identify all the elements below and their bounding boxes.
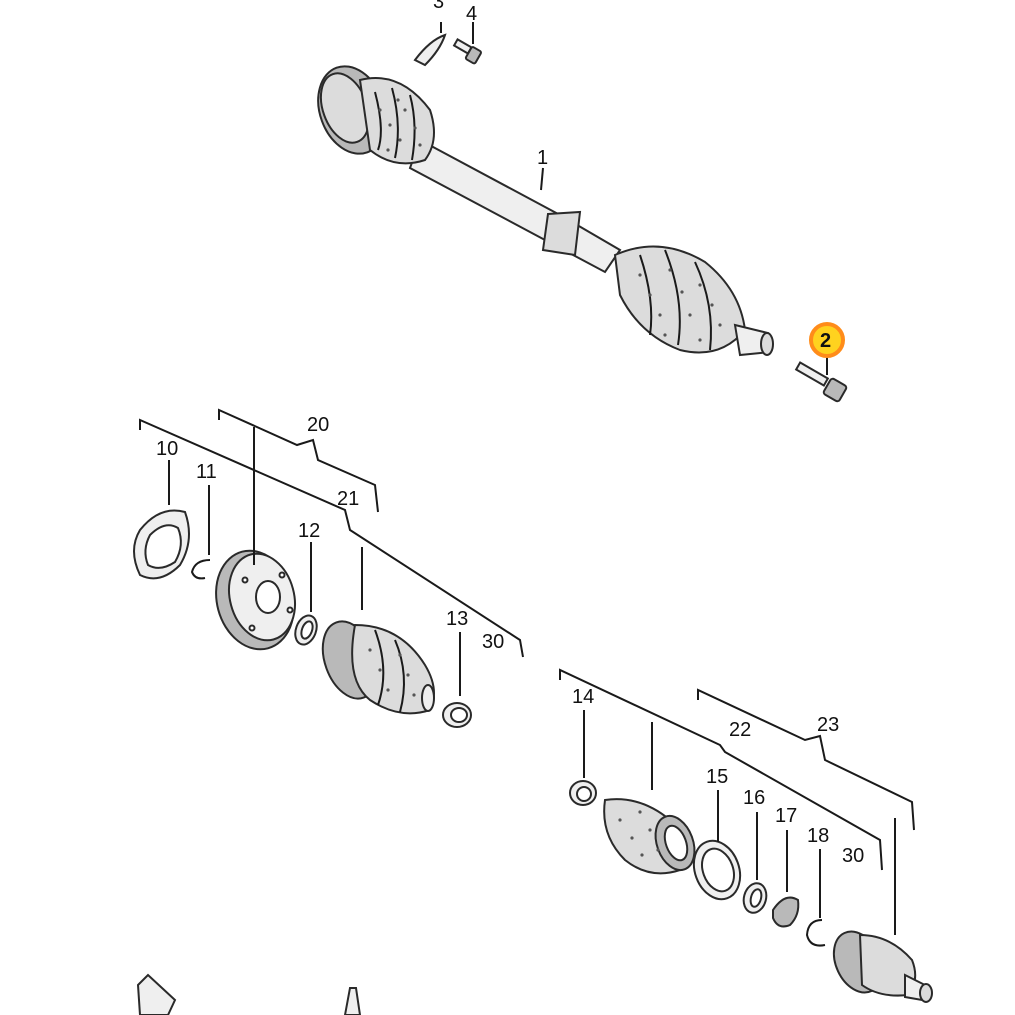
part-number-13: 13 bbox=[446, 608, 468, 630]
part-number-30-upper: 30 bbox=[482, 631, 504, 653]
shaft-bolt bbox=[794, 361, 848, 403]
part-number-16: 16 bbox=[743, 787, 765, 809]
part-number-22: 22 bbox=[729, 719, 751, 741]
joint-flange bbox=[215, 549, 296, 651]
highlight-marker bbox=[809, 322, 845, 358]
part-number-2: 2 bbox=[820, 330, 831, 352]
dished-washer bbox=[742, 882, 768, 914]
part-number-11: 11 bbox=[196, 461, 217, 483]
lower-circlip bbox=[805, 919, 826, 947]
small-clamp bbox=[569, 780, 597, 806]
joint-boot bbox=[321, 620, 435, 715]
part-number-14: 14 bbox=[572, 686, 594, 708]
part-number-15: 15 bbox=[706, 766, 728, 788]
outer-boot bbox=[603, 798, 696, 875]
washer-ring bbox=[294, 614, 318, 646]
retaining-clip bbox=[413, 33, 447, 67]
hose-clamp bbox=[442, 702, 472, 728]
thrust-washer bbox=[772, 896, 800, 928]
part-number-1: 1 bbox=[537, 147, 548, 169]
small-bolt bbox=[452, 38, 482, 65]
circlip bbox=[190, 559, 211, 580]
part-number-21: 21 bbox=[337, 488, 359, 510]
outer-cv-joint bbox=[832, 930, 933, 1003]
part-number-30-lower: 30 bbox=[842, 845, 864, 867]
bracket-lines bbox=[139, 408, 915, 935]
gasket bbox=[133, 509, 190, 580]
part-number-4: 4 bbox=[466, 3, 477, 25]
part-number-18: 18 bbox=[807, 825, 829, 847]
drive-shaft-assembly bbox=[317, 65, 774, 357]
part-number-17: 17 bbox=[775, 805, 797, 827]
part-number-3: 3 bbox=[433, 0, 444, 13]
part-number-10: 10 bbox=[156, 438, 178, 460]
large-clamp bbox=[692, 839, 742, 901]
partial-tool-center bbox=[343, 987, 362, 1015]
part-number-23: 23 bbox=[817, 714, 839, 736]
partial-tool-left bbox=[136, 973, 177, 1015]
part-number-20: 20 bbox=[307, 414, 329, 436]
part-number-12: 12 bbox=[298, 520, 320, 542]
leader-lines bbox=[168, 22, 828, 918]
